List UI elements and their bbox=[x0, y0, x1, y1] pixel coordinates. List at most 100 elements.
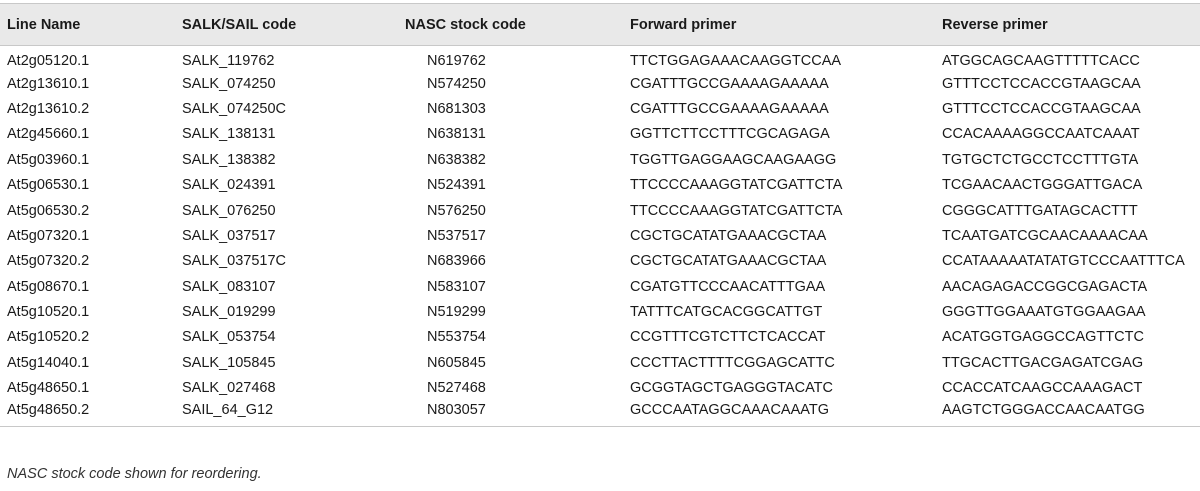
nasc-stock-code-cell: N619762 bbox=[427, 53, 486, 70]
table-row: At2g13610.2 SALK_074250C N681303 CGATTTGCCG… bbox=[0, 96, 1200, 121]
header-line-name: Line Name bbox=[0, 3, 182, 46]
table-row: At5g06530.1 SALK_024391 N524391 TTCCCCAAAGG… bbox=[0, 172, 1200, 197]
reverse-primer-cell: CCACCATCAAGCCAAAGACT bbox=[942, 380, 1143, 397]
nasc-stock-code-cell: N527468 bbox=[427, 380, 486, 397]
reverse-primer-cell: ATGGCAGCAAGTTTTTCACC bbox=[942, 53, 1140, 70]
table-row: At5g07320.1 SALK_037517 N537517 CGCTGCATATG… bbox=[0, 223, 1200, 248]
salk-sail-code-cell: SALK_138131 bbox=[182, 126, 276, 143]
line-name-cell: At5g06530.1 bbox=[7, 177, 90, 194]
header-salk-sail-code: SALK/SAIL code bbox=[182, 3, 397, 46]
salk-sail-code-cell: SALK_138382 bbox=[182, 151, 276, 168]
nasc-stock-code-cell: N583107 bbox=[427, 278, 486, 295]
table-footnote: NASC stock code shown for reordering. bbox=[7, 466, 262, 482]
header-row: Line Name SALK/SAIL code NASC stock code… bbox=[0, 3, 1200, 46]
nasc-stock-code-cell: N537517 bbox=[427, 227, 486, 244]
forward-primer-cell: TGGTTGAGGAAGCAAGAAGG bbox=[630, 151, 837, 168]
nasc-stock-code-cell: N638131 bbox=[427, 126, 486, 143]
table-row: At2g13610.1 SALK_074250 N574250 CGATTTGCCGA… bbox=[0, 71, 1200, 96]
reverse-primer-cell: GTTTCCTCCACCGTAAGCAA bbox=[942, 100, 1141, 117]
header-nasc-stock-code: NASC stock code bbox=[397, 3, 630, 46]
salk-sail-code-cell: SALK_037517 bbox=[182, 227, 276, 244]
table-row: At5g06530.2 SALK_076250 N576250 TTCCCCAAAGG… bbox=[0, 198, 1200, 223]
header-forward-primer: Forward primer bbox=[630, 3, 942, 46]
forward-primer-cell: TTCTGGAGAAACAAGGTCCAA bbox=[630, 53, 842, 70]
reverse-primer-cell: TGTGCTCTGCCTCCTTTGTA bbox=[942, 151, 1139, 168]
line-name-cell: At5g08670.1 bbox=[7, 278, 90, 295]
nasc-stock-code-cell: N681303 bbox=[427, 100, 486, 117]
table-row: At5g07320.2 SALK_037517C N683966 CGCTGCATAT… bbox=[0, 249, 1200, 274]
forward-primer-cell: CGCTGCATATGAAACGCTAA bbox=[630, 253, 827, 270]
nasc-stock-code-cell: N683966 bbox=[427, 253, 486, 270]
forward-primer-cell: GGTTCTTCCTTTCGCAGAGA bbox=[630, 126, 830, 143]
salk-sail-code-cell: SALK_019299 bbox=[182, 304, 276, 321]
forward-primer-cell: TATTTCATGCACGGCATTGT bbox=[630, 304, 823, 321]
table-row: At2g05120.1 SALK_119762 N619762 TTCTGGAGAAA… bbox=[0, 46, 1200, 71]
table-row: At5g10520.2 SALK_053754 N553754 CCGTTTCGTCT… bbox=[0, 325, 1200, 350]
forward-primer-cell: CGATTTGCCGAAAAGAAAAA bbox=[630, 75, 829, 92]
line-name-cell: At5g07320.2 bbox=[7, 253, 90, 270]
reverse-primer-cell: AACAGAGACCGGCGAGACTA bbox=[942, 278, 1148, 295]
line-name-cell: At2g13610.1 bbox=[7, 75, 90, 92]
line-name-cell: At2g13610.2 bbox=[7, 100, 90, 117]
forward-primer-cell: CGATTTGCCGAAAAGAAAAA bbox=[630, 100, 829, 117]
line-name-cell: At5g10520.1 bbox=[7, 304, 90, 321]
line-name-cell: At5g07320.1 bbox=[7, 227, 90, 244]
reverse-primer-cell: CGGGCATTTGATAGCACTTT bbox=[942, 202, 1138, 219]
reverse-primer-cell: ACATGGTGAGGCCAGTTCTC bbox=[942, 329, 1144, 346]
line-name-cell: At5g10520.2 bbox=[7, 329, 90, 346]
line-name-cell: At5g14040.1 bbox=[7, 354, 90, 371]
salk-sail-code-cell: SALK_083107 bbox=[182, 278, 276, 295]
line-name-cell: At5g03960.1 bbox=[7, 151, 90, 168]
salk-sail-code-cell: SALK_053754 bbox=[182, 329, 276, 346]
nasc-stock-code-cell: N576250 bbox=[427, 202, 486, 219]
nasc-stock-code-cell: N574250 bbox=[427, 75, 486, 92]
table-row: At5g10520.1 SALK_019299 N519299 TATTTCATGCA… bbox=[0, 299, 1200, 324]
reverse-primer-cell: TTGCACTTGACGAGATCGAG bbox=[942, 354, 1144, 371]
nasc-stock-code-cell: N803057 bbox=[397, 400, 630, 427]
table-row: At5g14040.1 SALK_105845 N605845 CCCTTACTTTT… bbox=[0, 350, 1200, 375]
reverse-primer-cell: CCATAAAAATATATGTCCCAATTTCA bbox=[942, 253, 1185, 270]
line-name-cell: At2g45660.1 bbox=[7, 126, 90, 143]
reverse-primer-cell: AAGTCTGGGACCAACAATGG bbox=[942, 400, 1200, 427]
forward-primer-cell: TTCCCCAAAGGTATCGATTCTA bbox=[630, 202, 843, 219]
salk-sail-code-cell: SALK_027468 bbox=[182, 380, 276, 397]
forward-primer-cell: CGCTGCATATGAAACGCTAA bbox=[630, 227, 827, 244]
forward-primer-cell: CCGTTTCGTCTTCTCACCAT bbox=[630, 329, 826, 346]
primer-table: Line Name SALK/SAIL code NASC stock code… bbox=[0, 3, 1200, 427]
line-name-cell: At5g48650.1 bbox=[7, 380, 90, 397]
salk-sail-code-cell: SALK_119762 bbox=[182, 53, 275, 70]
line-name-cell: At5g06530.2 bbox=[7, 202, 90, 219]
salk-sail-code-cell: SALK_076250 bbox=[182, 202, 276, 219]
table-row: At5g03960.1 SALK_138382 N638382 TGGTTGAGGAA… bbox=[0, 147, 1200, 172]
nasc-stock-code-cell: N638382 bbox=[427, 151, 486, 168]
forward-primer-cell: CCCTTACTTTTCGGAGCATTC bbox=[630, 354, 835, 371]
table-row: At5g48650.1 SALK_027468 N527468 GCGGTAGCTGA… bbox=[0, 376, 1200, 401]
forward-primer-cell: GCCCAATAGGCAAACAAATG bbox=[630, 400, 942, 427]
table-row: At5g08670.1 SALK_083107 N583107 CGATGTTCCCA… bbox=[0, 274, 1200, 299]
salk-sail-code-cell: SALK_074250C bbox=[182, 100, 286, 117]
forward-primer-cell: CGATGTTCCCAACATTTGAA bbox=[630, 278, 826, 295]
table-body: At2g05120.1 SALK_119762 N619762 TTCTGGAGAAA… bbox=[0, 46, 1200, 427]
reverse-primer-cell: TCGAACAACTGGGATTGACA bbox=[942, 177, 1143, 194]
salk-sail-code-cell: SALK_024391 bbox=[182, 177, 276, 194]
forward-primer-cell: GCGGTAGCTGAGGGTACATC bbox=[630, 380, 833, 397]
salk-sail-code-cell: SALK_074250 bbox=[182, 75, 276, 92]
header-reverse-primer: Reverse primer bbox=[942, 3, 1200, 46]
salk-sail-code-cell: SALK_037517C bbox=[182, 253, 286, 270]
table-row: At2g45660.1 SALK_138131 N638131 GGTTCTTCCTT… bbox=[0, 122, 1200, 147]
nasc-stock-code-cell: N519299 bbox=[427, 304, 486, 321]
nasc-stock-code-cell: N553754 bbox=[427, 329, 486, 346]
salk-sail-code-cell: SAIL_64_G12 bbox=[182, 400, 397, 427]
line-name-cell: At2g05120.1 bbox=[7, 53, 90, 70]
nasc-stock-code-cell: N605845 bbox=[427, 354, 486, 371]
forward-primer-cell: TTCCCCAAAGGTATCGATTCTA bbox=[630, 177, 843, 194]
line-name-cell: At5g48650.2 bbox=[0, 400, 182, 427]
salk-sail-code-cell: SALK_105845 bbox=[182, 354, 276, 371]
nasc-stock-code-cell: N524391 bbox=[427, 177, 486, 194]
reverse-primer-cell: GTTTCCTCCACCGTAAGCAA bbox=[942, 75, 1141, 92]
reverse-primer-cell: TCAATGATCGCAACAAAACAA bbox=[942, 227, 1148, 244]
reverse-primer-cell: CCACAAAAGGCCAATCAAAT bbox=[942, 126, 1140, 143]
reverse-primer-cell: GGGTTGGAAATGTGGAAGAA bbox=[942, 304, 1146, 321]
